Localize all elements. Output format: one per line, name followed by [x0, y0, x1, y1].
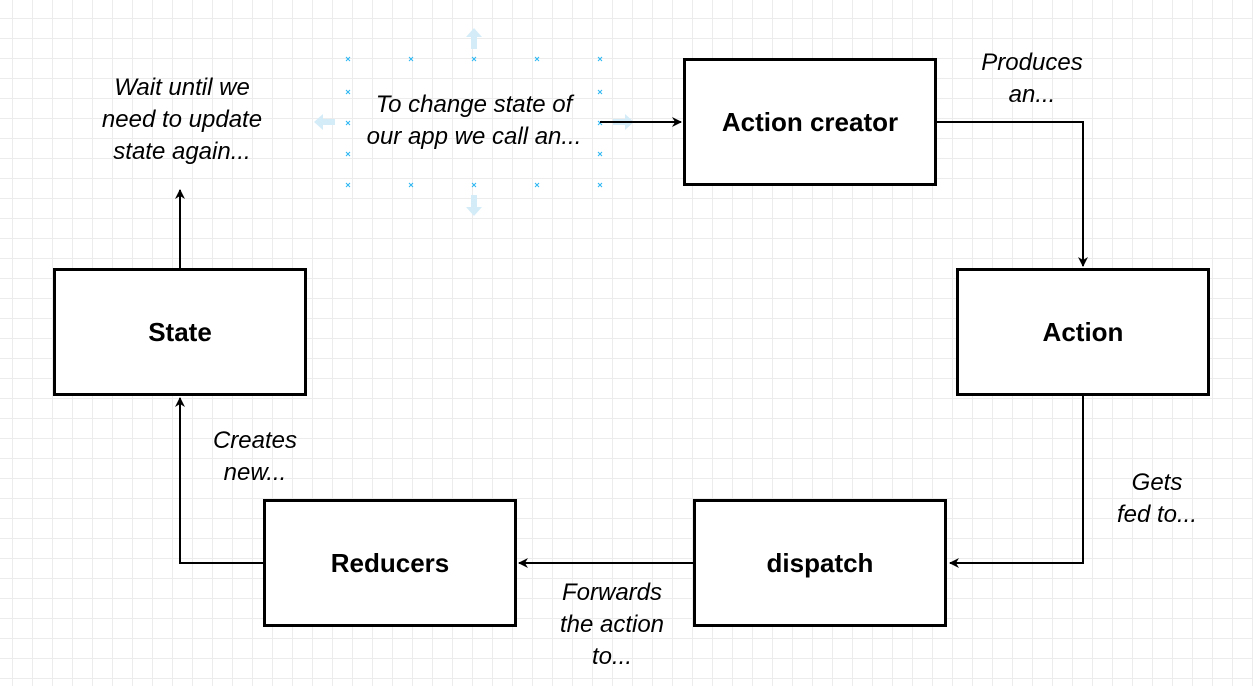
- edge-reducers-to-state[interactable]: [175, 397, 264, 564]
- node-action-creator[interactable]: Action creator: [683, 58, 937, 186]
- connect-arrow-up-icon[interactable]: [466, 28, 482, 49]
- edge-action-creator-to-action[interactable]: [936, 121, 1088, 267]
- connect-arrow-left-icon[interactable]: [314, 114, 335, 130]
- label-forwards[interactable]: Forwards the action to...: [559, 579, 665, 670]
- label-to-change-selected[interactable]: To change state of our app we call an...: [366, 91, 582, 150]
- connect-arrow-down-icon[interactable]: [466, 195, 482, 216]
- label-produces[interactable]: Produces an...: [981, 49, 1083, 108]
- node-dispatch[interactable]: dispatch: [693, 499, 947, 627]
- label-wait[interactable]: Wait until we need to update state again…: [101, 74, 263, 165]
- node-reducers[interactable]: Reducers: [263, 499, 517, 627]
- label-gets-fed[interactable]: Gets fed to...: [1116, 469, 1198, 528]
- edge-action-to-dispatch[interactable]: [949, 396, 1084, 568]
- node-state[interactable]: State: [53, 268, 307, 396]
- connect-arrow-handles[interactable]: [314, 28, 634, 216]
- label-creates[interactable]: Creates new...: [212, 427, 298, 486]
- node-action[interactable]: Action: [956, 268, 1210, 396]
